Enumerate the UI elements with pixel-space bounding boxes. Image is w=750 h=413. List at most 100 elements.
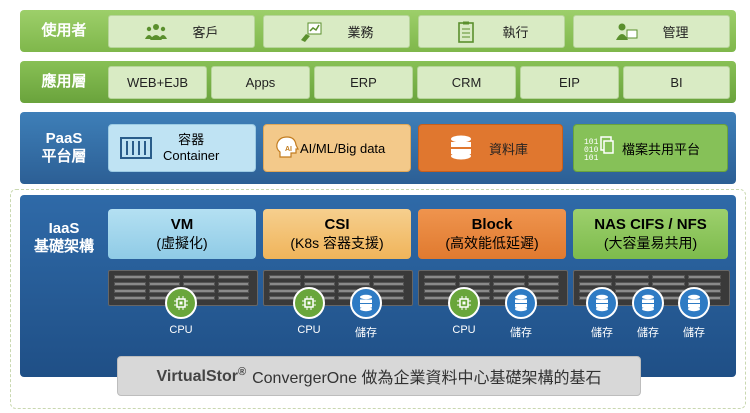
svg-text:101: 101: [584, 154, 599, 161]
drive-bay: [527, 275, 559, 279]
paas-item-container[interactable]: 容器 Container: [108, 124, 256, 172]
drive-bay: [651, 282, 685, 286]
user-item-sales[interactable]: 業務: [263, 15, 410, 48]
iaas-card-title: VM: [170, 216, 194, 233]
drive-bay: [424, 275, 456, 279]
paas-layer: PaaS 平台層 容器 Container AI AI/ML/Big data: [20, 112, 736, 184]
drive-bay: [148, 282, 180, 286]
paas-item-ai[interactable]: AI AI/ML/Big data: [263, 124, 411, 172]
iaas-card-subtitle: (K8s 容器支援): [290, 235, 384, 251]
user-item-execute[interactable]: 執行: [418, 15, 565, 48]
footer-reg-mark: ®: [237, 365, 247, 378]
iaas-card-subtitle: (大容量易共用): [603, 235, 698, 251]
paas-item-label: 資料庫: [489, 141, 529, 157]
drive-bay: [579, 282, 613, 286]
storage-label: 儲存: [591, 327, 613, 339]
paas-label-line2: 平台層: [41, 148, 87, 165]
drive-bay: [493, 275, 525, 279]
user-item-customer[interactable]: 客戶: [108, 15, 255, 48]
iaas-card-title: NAS CIFS / NFS: [594, 216, 707, 233]
ai-head-icon: AI: [276, 136, 299, 158]
drive-bay: [493, 282, 525, 286]
drive-bay: [183, 282, 215, 286]
drive-bay: [372, 282, 404, 286]
storage-icon: [632, 287, 664, 319]
user-item-label: 業務: [347, 25, 374, 40]
app-layer: 應用層 WEB+EJB Apps ERP CRM EIP BI: [20, 61, 736, 103]
iaas-card-nas[interactable]: NAS CIFS / NFS (大容量易共用): [573, 209, 728, 259]
user-item-manage[interactable]: 管理: [573, 15, 730, 48]
paas-item-fileshare[interactable]: 101 010 101 檔案共用平台: [573, 124, 728, 172]
iaas-label-line1: IaaS: [48, 220, 80, 237]
drive-bay: [269, 282, 301, 286]
clipboard-icon: [458, 21, 475, 43]
drive-bay: [579, 275, 613, 279]
paas-item-database[interactable]: 資料庫: [418, 124, 563, 172]
drive-bay: [338, 282, 370, 286]
app-item[interactable]: WEB+EJB: [108, 66, 207, 99]
iaas-layer: IaaS 基礎架構 VM (虛擬化) CSI (K8s 容器支援) Block …: [20, 195, 736, 377]
iaas-label-line2: 基礎架構: [33, 238, 94, 255]
paas-layer-label: PaaS 平台層: [20, 112, 108, 184]
drive-bay: [217, 296, 249, 300]
cpu-label: CPU: [452, 324, 476, 336]
iaas-card-title: Block: [471, 216, 513, 233]
drive-bay: [338, 275, 370, 279]
drive-bay: [114, 289, 146, 293]
drive-bay: [114, 282, 146, 286]
admin-person-icon: [616, 23, 638, 40]
paas-item-line2: Container: [163, 148, 220, 163]
iaas-frame: [10, 189, 746, 409]
app-item[interactable]: EIP: [520, 66, 619, 99]
drive-bay: [527, 282, 559, 286]
app-layer-label: 應用層: [41, 73, 87, 90]
iaas-card-csi[interactable]: CSI (K8s 容器支援): [263, 209, 411, 259]
storage-label: 儲存: [683, 327, 705, 339]
iaas-card-vm[interactable]: VM (虛擬化): [108, 209, 256, 259]
paas-item-line1: 容器: [178, 132, 205, 147]
app-item[interactable]: Apps: [211, 66, 310, 99]
file-binary-icon: 101 010 101: [584, 136, 614, 161]
paas-label-line1: PaaS: [45, 130, 83, 147]
storage-icon: [678, 287, 710, 319]
user-item-label: 執行: [502, 25, 529, 40]
app-item[interactable]: ERP: [314, 66, 413, 99]
paas-item-label: AI/ML/Big data: [300, 140, 386, 156]
app-item[interactable]: CRM: [417, 66, 516, 99]
users-layer: 使用者 客戶 業務 執行 管理: [20, 10, 736, 52]
drive-bay: [687, 275, 721, 279]
paas-item-label: 檔案共用平台: [622, 141, 701, 157]
drive-bay: [615, 275, 649, 279]
drive-bay: [217, 289, 249, 293]
storage-label: 儲存: [510, 327, 532, 339]
container-icon: [120, 137, 152, 159]
cpu-icon: [165, 287, 197, 319]
user-item-label: 管理: [662, 25, 689, 40]
svg-text:AI: AI: [285, 146, 292, 153]
iaas-card-title: CSI: [324, 216, 350, 233]
drive-bay: [458, 282, 490, 286]
drive-bay: [114, 296, 146, 300]
cpu-label: CPU: [169, 324, 193, 336]
storage-icon: [350, 287, 382, 319]
drive-bay: [217, 282, 249, 286]
cpu-icon: [448, 287, 480, 319]
storage-icon: [505, 287, 537, 319]
user-item-label: 客戶: [192, 25, 219, 40]
server-chassis: [418, 270, 568, 306]
drive-bay: [303, 282, 335, 286]
drive-bay: [148, 275, 180, 279]
storage-icon: [586, 287, 618, 319]
footer-text: ConvergerOne 做為企業資料中心基礎架構的基石: [252, 370, 602, 387]
iaas-card-block[interactable]: Block (高效能低延遲): [418, 209, 566, 259]
chart-handshake-icon: [301, 22, 322, 42]
people-icon: [145, 23, 168, 40]
storage-label: 儲存: [355, 327, 377, 339]
footer-banner: VirtualStor® ConvergerOne 做為企業資料中心基礎架構的基…: [117, 356, 641, 396]
server-chassis: [263, 270, 413, 306]
app-item[interactable]: BI: [623, 66, 730, 99]
footer-brand-name: VirtualStor: [156, 368, 238, 386]
users-layer-label: 使用者: [41, 22, 87, 39]
drive-bay: [372, 275, 404, 279]
drive-bay: [114, 275, 146, 279]
